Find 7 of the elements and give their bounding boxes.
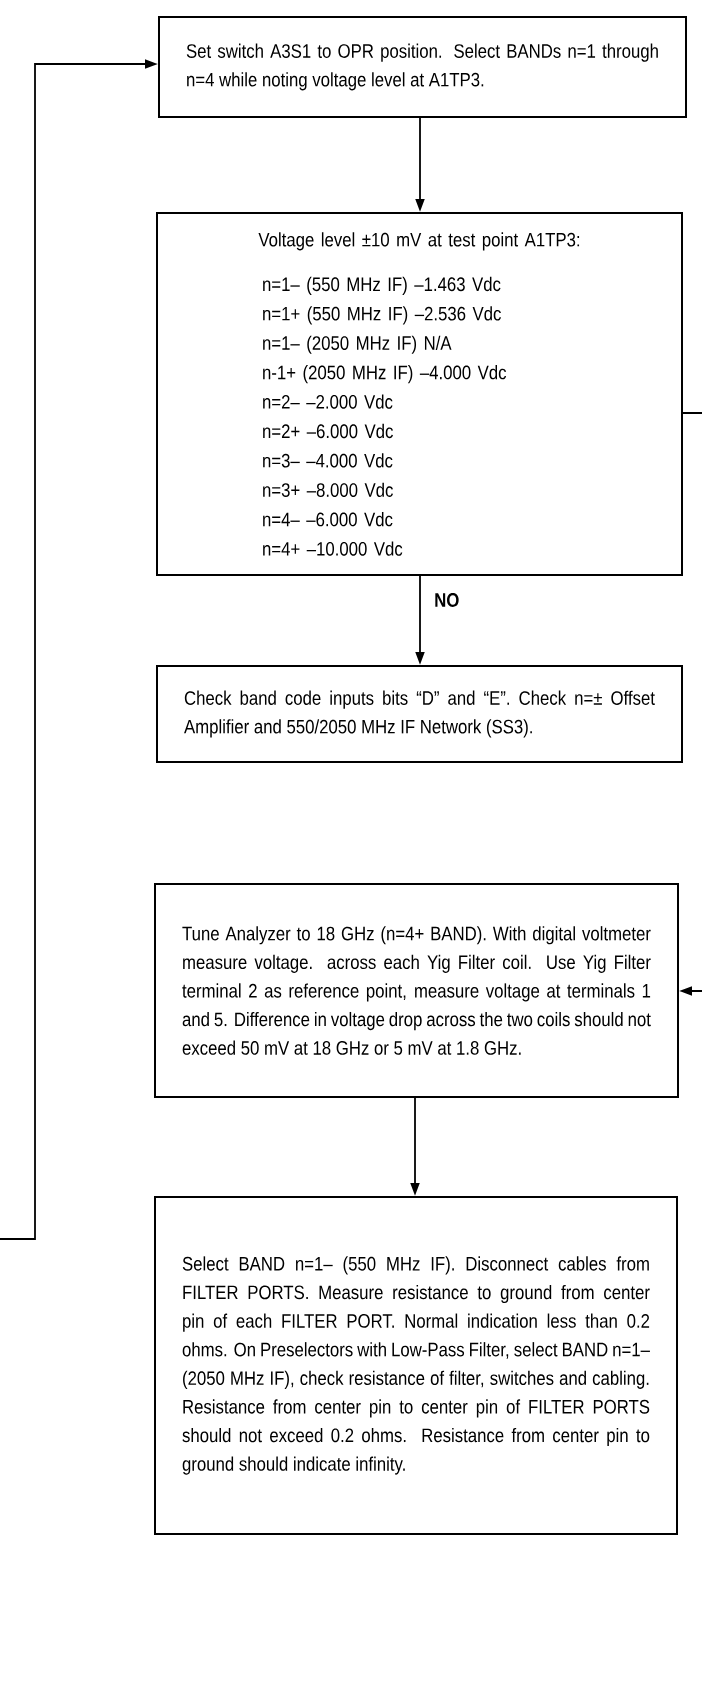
process-box: Select BAND n=1– (550 MHz IF). Disconnect cables from FILTER PORTS. Measure resistance to ground from center pin of each FILTER PORT. Normal indication less than 0.2 ohms. On Preselectors with Low-Pass Filter, select BAND n=1– (2050 MHz IF), check resistance of filter, switches and cabling. Resistance from center pin to center pin of FILTER PORTS should not exceed 0.2 ohms. Resistance from center pin to ground should indicate infinity. — [154, 1196, 678, 1535]
process-box: Set switch A3S1 to OPR position. Select BANDs n=1 through n=4 while noting voltage level at A1TP3. — [158, 16, 687, 118]
process-box: Tune Analyzer to 18 GHz (n=4+ BAND). With digital voltmeter measure voltage. across each Yig Filter coil. Use Yig Filter terminal 2 as reference point, measure voltage at terminals 1 and 5. Difference in voltage drop across the two coils should not exceed 50 mV at 18 GHz or 5 mV at 1.8 GHz. — [154, 883, 679, 1098]
decision-box: Voltage level ±10 mV at test point A1TP3: n=1– (550 MHz IF) –1.463 Vdc n=1+ (550 MHz IF) –2.536 Vdc n=1– (2050 MHz IF) N/A n-1+ (2050 MHz IF) –4.000 Vdc n=2– –2.000 Vdc n=2+ –6.000 Vdc n=3– –4.000 Vdc n=3+ –8.000 Vdc n=4– –6.000 Vdc n=4+ –10.000 Vdc — [156, 212, 683, 576]
edge-label: NO — [432, 591, 462, 609]
connector-line — [682, 412, 702, 414]
process-box: Check band code inputs bits “D” and “E”. Check n=± Offset Amplifier and 550/2050 MHz IF Network (SS3). — [156, 665, 683, 763]
